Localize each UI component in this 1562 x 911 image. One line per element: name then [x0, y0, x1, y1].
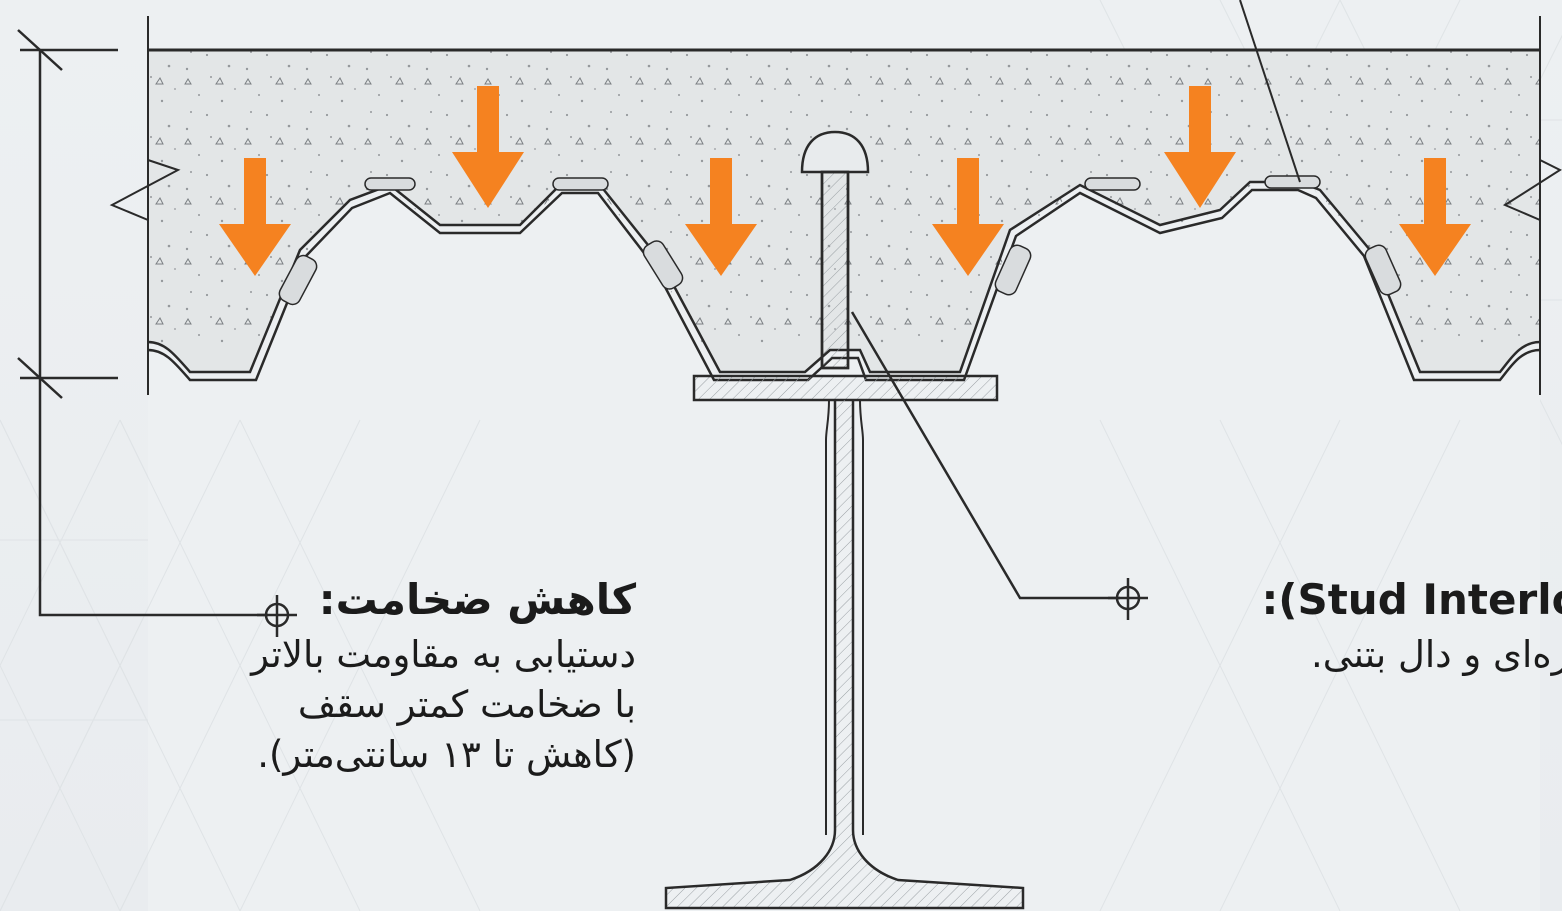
top-leader-line	[1239, 0, 1301, 183]
shear-stud	[800, 130, 870, 370]
stud-interlock-label: ها (Stud Interlock): ب تیر سازه‌ای و دال…	[1261, 570, 1562, 680]
deck-embossments	[278, 175, 1402, 306]
arrow-down-icon	[685, 158, 757, 276]
arrow-down-icon	[932, 158, 1004, 276]
break-mark-right	[1502, 159, 1562, 221]
thickness-title: کاهش ضخامت:	[318, 575, 636, 624]
arrow-down-icon	[219, 158, 291, 276]
thickness-line-3: (کاهش تا ۱۳ سانتی‌متر).	[257, 733, 636, 776]
background-grid-lower	[0, 419, 1461, 911]
arrow-down-icon	[452, 86, 524, 208]
steel-i-beam	[664, 374, 1025, 910]
stud-interlock-line-1: ب تیر سازه‌ای و دال بتنی.	[1310, 633, 1562, 676]
stud-interlock-title: ها (Stud Interlock):	[1261, 575, 1562, 624]
thickness-line-1: دستیابی به مقاومت بالاتر	[251, 633, 636, 676]
crosshair-circle-icon	[1108, 578, 1148, 620]
break-mark-left	[109, 159, 181, 221]
arrow-down-icon	[1164, 86, 1236, 208]
thickness-line-2: با ضخامت کمتر سقف	[297, 683, 636, 726]
thickness-dimension	[17, 29, 268, 617]
crosshair-circle-icon	[257, 595, 297, 637]
stud-leader-line	[850, 311, 1120, 600]
thickness-label: کاهش ضخامت: دستیابی به مقاومت بالاتر با …	[116, 570, 636, 780]
arrow-down-icon	[1399, 158, 1471, 276]
load-arrows	[219, 86, 1471, 276]
